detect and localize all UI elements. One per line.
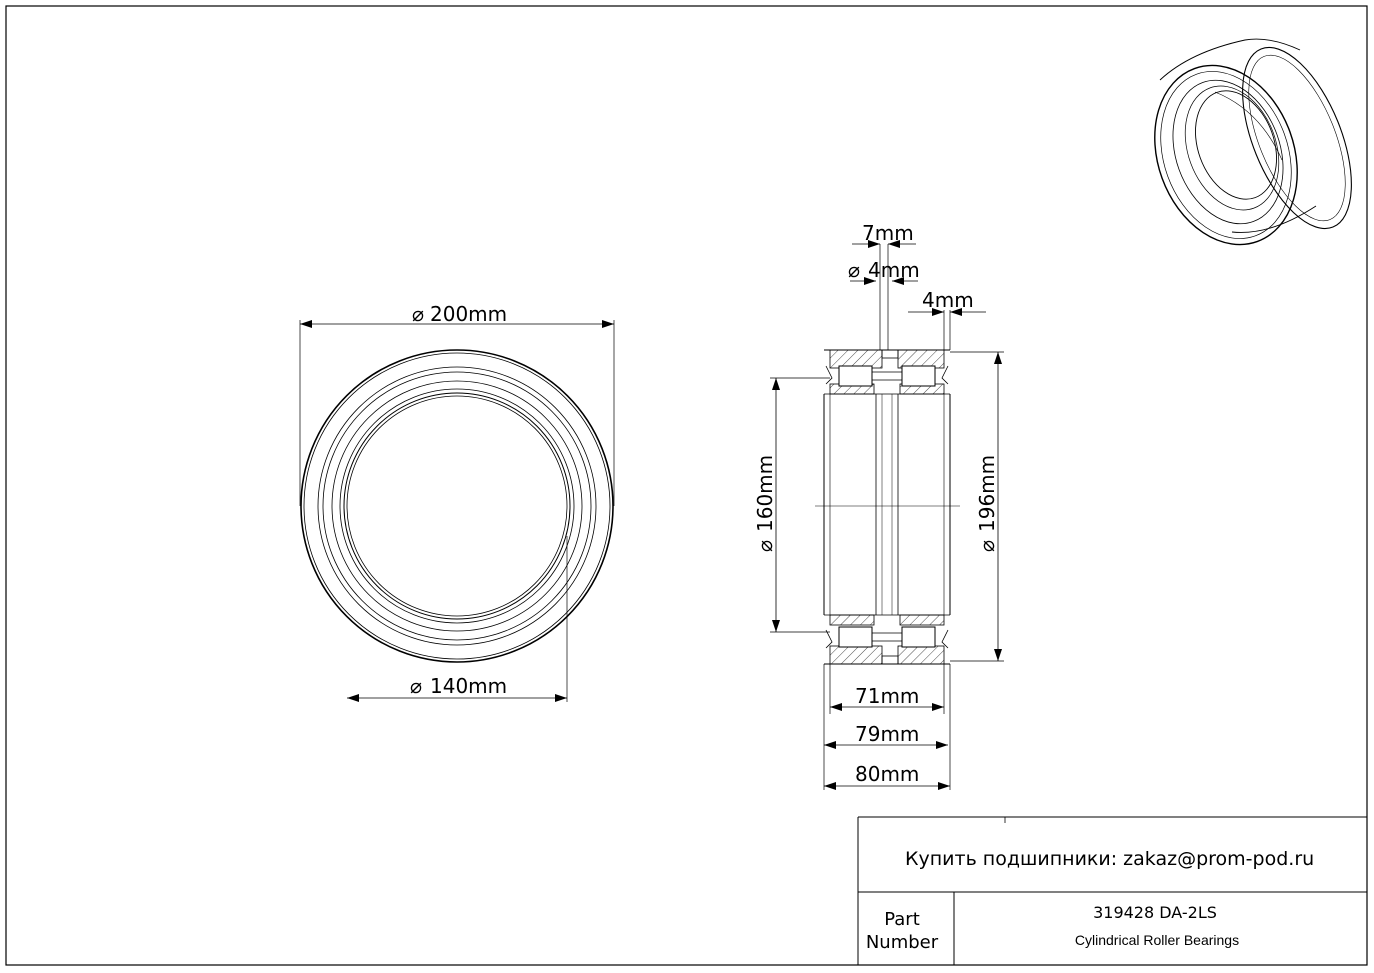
side-outer-label: 196mm xyxy=(975,455,999,532)
width-71-label: 71mm xyxy=(855,684,919,708)
chamfer-label: 4mm xyxy=(922,288,974,312)
title-block xyxy=(857,816,1367,965)
side-bore-label: 160mm xyxy=(753,455,777,532)
groove-width-label: 7mm xyxy=(862,221,914,245)
hole-diameter-label: 4mm xyxy=(868,258,920,282)
front-view xyxy=(300,349,614,663)
section-view xyxy=(815,349,960,665)
sheet-border xyxy=(5,5,1368,966)
dim-chamfer: 4mm xyxy=(908,288,986,350)
dim-inner-diameter: ⌀ 140mm xyxy=(347,536,568,702)
width-80-label: 80mm xyxy=(855,762,919,786)
contact-text: Купить подшипники: zakaz@prom-pod.ru xyxy=(905,848,1314,870)
hole-diameter-symbol: ⌀ xyxy=(848,258,860,282)
dim-widths: 71mm 79mm 80mm xyxy=(823,664,951,790)
outer-diameter-label: 200mm xyxy=(430,302,507,326)
inner-diameter-symbol: ⌀ xyxy=(410,674,422,698)
part-number: 319428 DA-2LS xyxy=(1093,903,1217,922)
side-outer-symbol: ⌀ xyxy=(975,540,999,552)
part-label-line1: Part xyxy=(884,909,920,930)
dim-side-bore: ⌀ 160mm xyxy=(753,377,830,633)
isometric-view xyxy=(1154,38,1352,246)
dim-side-outer: ⌀ 196mm xyxy=(950,351,1004,662)
inner-diameter-label: 140mm xyxy=(430,674,507,698)
outer-diameter-symbol: ⌀ xyxy=(412,302,424,326)
part-label-line2: Number xyxy=(866,932,939,953)
dim-groove: 7mm ⌀ 4mm xyxy=(848,221,920,350)
side-bore-symbol: ⌀ xyxy=(753,540,777,552)
dim-outer-diameter: ⌀ 200mm xyxy=(299,302,615,506)
part-type: Cylindrical Roller Bearings xyxy=(1075,932,1239,948)
width-79-label: 79mm xyxy=(855,722,919,746)
